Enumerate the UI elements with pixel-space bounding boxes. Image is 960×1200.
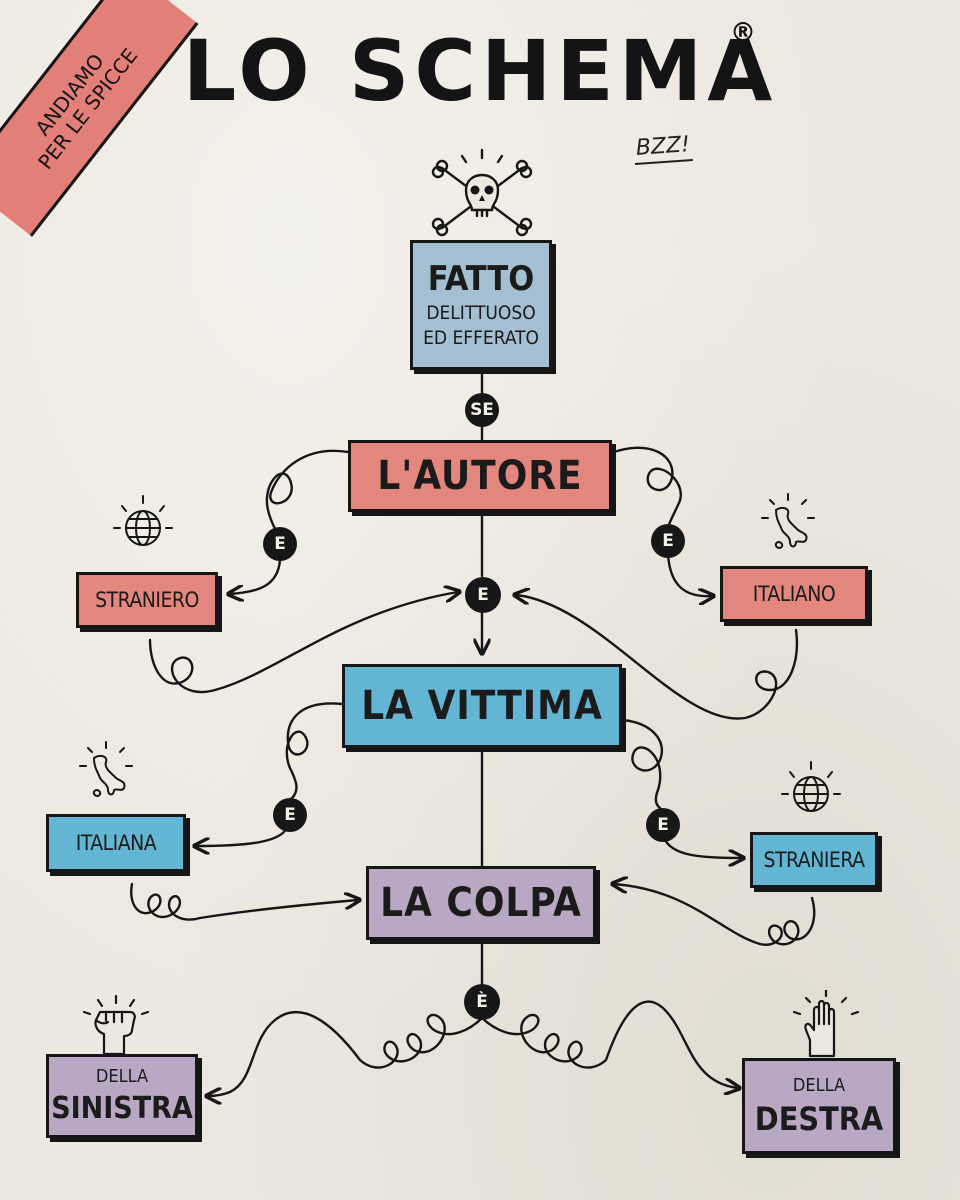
node-autore: L'AUTORE xyxy=(348,440,612,512)
node-italiana: ITALIANA xyxy=(46,814,186,872)
wire-italiano-center xyxy=(516,595,798,720)
wire-italiana-colpa xyxy=(130,882,358,921)
connector-e-center: E xyxy=(465,577,501,613)
page-title: LO SCHEMA xyxy=(182,22,778,120)
wire-colpa-sinistra xyxy=(208,1010,484,1096)
globe-icon xyxy=(781,761,841,812)
wire-colpa-destra xyxy=(480,1000,738,1088)
connector-e-colpa: È xyxy=(464,984,500,1020)
wire-autore-straniero xyxy=(230,449,350,594)
page-subtitle: BZZ! xyxy=(633,132,694,165)
node-fatto-line2: DELITTUOSO xyxy=(426,302,536,324)
wire-autore-italiano xyxy=(612,446,712,596)
node-sinistra-line1: DELLA xyxy=(95,1066,149,1087)
node-italiano: ITALIANO xyxy=(720,566,868,622)
node-vittima: LA VITTIMA xyxy=(342,664,622,748)
globe-icon xyxy=(113,495,173,546)
connector-e-vittima-right: E xyxy=(646,808,680,842)
wire-vittima-italiana xyxy=(196,702,344,846)
node-destra-line1: DELLA xyxy=(792,1075,846,1096)
connector-e-autore-left: E xyxy=(263,527,297,561)
wire-vittima-straniera xyxy=(620,718,742,858)
node-fatto-line3: ED EFFERATO xyxy=(423,327,539,349)
node-colpa: LA COLPA xyxy=(366,866,596,940)
raised-palm-icon xyxy=(792,990,860,1058)
registered-mark: ® xyxy=(730,18,756,48)
connector-se: SE xyxy=(465,393,499,427)
connector-e-vittima-left: E xyxy=(273,798,307,832)
wire-straniero-center xyxy=(148,592,458,694)
wire-straniera-colpa xyxy=(614,884,816,946)
skull-crossbones-icon xyxy=(431,148,533,237)
node-destra-line2: DESTRA xyxy=(754,1100,884,1138)
node-sinistra: DELLA SINISTRA xyxy=(46,1054,198,1138)
italy-map-icon xyxy=(79,741,133,797)
italy-map-icon xyxy=(761,493,815,549)
node-straniera: STRANIERA xyxy=(750,832,878,888)
node-fatto: FATTO DELITTUOSO ED EFFERATO xyxy=(410,240,552,370)
node-fatto-line1: FATTO xyxy=(427,259,535,299)
node-destra: DELLA DESTRA xyxy=(742,1058,896,1154)
connector-e-autore-right: E xyxy=(651,524,685,558)
node-straniero: STRANIERO xyxy=(76,572,218,628)
raised-fist-icon xyxy=(82,994,150,1056)
node-sinistra-line2: SINISTRA xyxy=(51,1091,193,1126)
